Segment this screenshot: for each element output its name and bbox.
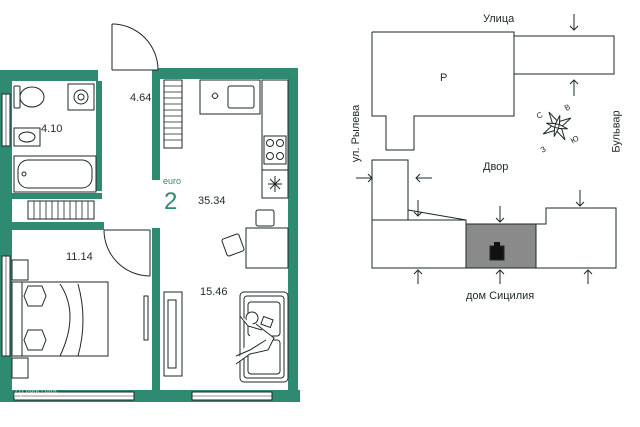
compass-icon xyxy=(542,111,572,141)
sink-icon xyxy=(13,127,41,147)
chair-icon xyxy=(221,209,275,257)
corridor-area: 4.64 xyxy=(130,92,152,104)
bottom-building xyxy=(371,219,467,269)
washing-machine-icon xyxy=(67,83,95,111)
arrow-icons xyxy=(356,14,593,284)
building-label: дом Сицилия xyxy=(466,290,535,302)
radiator-icon xyxy=(163,79,183,149)
bedside-table xyxy=(11,259,29,379)
street-top-label: Улица xyxy=(483,13,515,25)
door-icon xyxy=(111,23,159,71)
site-plan xyxy=(371,31,617,269)
tv-icon xyxy=(143,291,183,377)
sink-icon xyxy=(211,85,255,109)
bathroom-area: 4.10 xyxy=(41,123,63,135)
street-right-label: Бульвар xyxy=(610,110,623,153)
bedroom-area: 11.14 xyxy=(66,251,93,263)
parking-label: Р xyxy=(440,72,448,84)
unit-room-count: 2 xyxy=(164,188,178,215)
table-icon xyxy=(245,227,289,269)
living-kitchen-area: 15.46 xyxy=(200,286,228,298)
top-right-building xyxy=(513,35,615,75)
person-icon xyxy=(235,311,275,365)
watermark-logo: Домклик xyxy=(14,385,58,397)
unit-type-label: euro xyxy=(163,176,182,186)
bathtub-icon xyxy=(13,155,97,193)
unit-total-area: 35.34 xyxy=(198,195,226,207)
stove-icon xyxy=(263,135,287,165)
door-icon xyxy=(103,229,151,277)
toilet-icon xyxy=(13,85,45,109)
left-building xyxy=(371,159,409,221)
fridge-icon xyxy=(261,169,289,199)
floor-plan xyxy=(0,23,300,402)
radiator-icon xyxy=(27,200,95,220)
right-building xyxy=(535,207,617,269)
bed-icon xyxy=(11,281,109,357)
courtyard-label: Двор xyxy=(483,161,509,173)
street-left-label: ул. Рылева xyxy=(350,104,363,163)
building-entrance-icon xyxy=(489,245,505,261)
